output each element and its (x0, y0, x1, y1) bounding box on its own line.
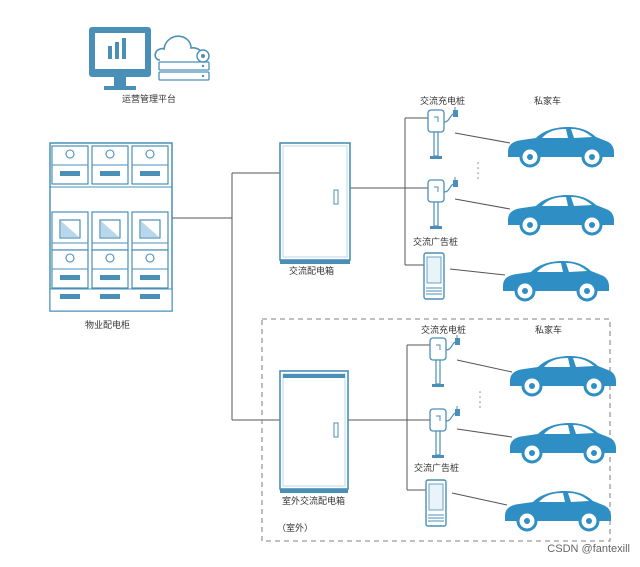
car-icon (503, 489, 613, 532)
outdoor-tag: （室外） (277, 524, 314, 534)
line-car-6 (451, 492, 508, 506)
car-label: 私家车 (534, 97, 562, 107)
car-icon (501, 259, 611, 302)
outdoor-region (261, 318, 611, 542)
watermark: CSDN @fantexill (547, 543, 630, 555)
connection-lines (172, 117, 513, 506)
ad-pile-label: 交流广告桩 (413, 238, 459, 248)
charger-label: 交流充电桩 (420, 97, 466, 107)
line-car-4 (456, 359, 513, 373)
outdoor-ac-box-label: 室外交流配电箱 (282, 497, 346, 507)
car-icon (506, 193, 616, 236)
cabinet-label: 物业配电柜 (85, 321, 131, 331)
charger-icon (427, 106, 459, 160)
outdoor-ac-distribution-box-icon (279, 370, 349, 493)
ad-pile-icon (425, 479, 447, 527)
car-icon (506, 125, 616, 168)
ad-pile-icon (423, 252, 445, 300)
car-icon (508, 421, 618, 464)
line-car-2 (454, 198, 511, 210)
line-car-3 (449, 268, 506, 276)
ac-distribution-box-icon (279, 142, 351, 264)
charger-label: 交流充电桩 (421, 326, 467, 336)
car-label: 私家车 (535, 326, 563, 336)
line-car-5 (456, 428, 513, 438)
platform-label: 运营管理平台 (122, 95, 177, 105)
charger-icon (429, 405, 461, 459)
line-car-1 (454, 132, 511, 144)
charger-icon (427, 176, 459, 230)
distribution-cabinet-icon (49, 142, 173, 312)
cloud-server-icon (154, 35, 210, 81)
ac-box-label: 交流配电箱 (289, 267, 335, 277)
car-icon (508, 354, 618, 397)
charger-icon (429, 334, 461, 388)
ellipsis-dots (477, 162, 481, 408)
ad-pile-label: 交流广告桩 (414, 464, 460, 474)
monitor-icon (89, 27, 151, 90)
